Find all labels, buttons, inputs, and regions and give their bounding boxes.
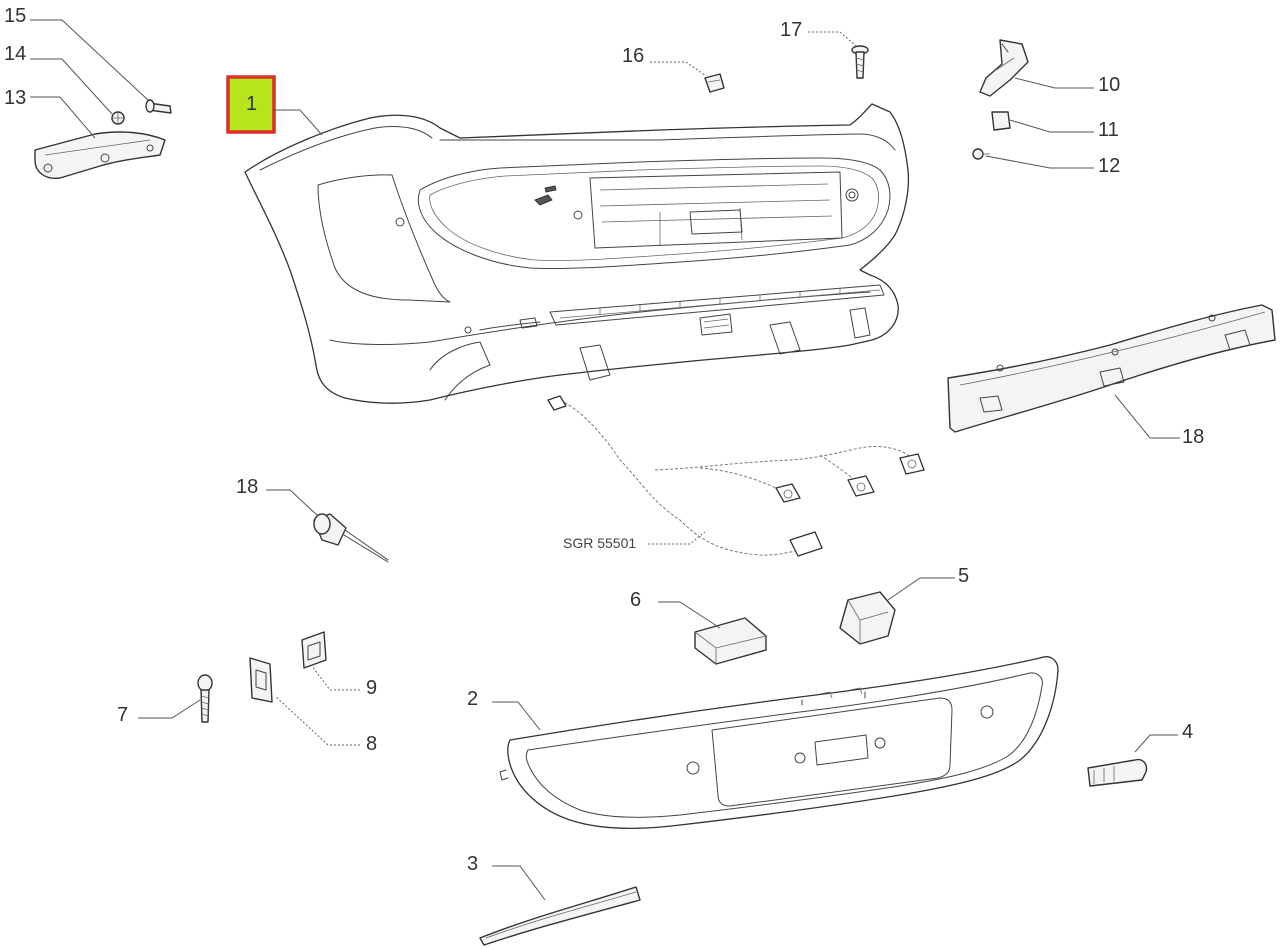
absorber-strip-18[interactable] xyxy=(947,304,1276,433)
push-pin-15[interactable] xyxy=(145,99,172,114)
reflector-strip-3[interactable] xyxy=(479,886,641,946)
rivet-18[interactable] xyxy=(313,513,389,563)
callout-4[interactable]: 4 xyxy=(1182,721,1193,743)
callout-18-left[interactable]: 18 xyxy=(236,476,258,498)
clip-16[interactable] xyxy=(704,73,725,93)
callout-7[interactable]: 7 xyxy=(117,704,128,726)
callout-2[interactable]: 2 xyxy=(467,688,478,710)
callout-8[interactable]: 8 xyxy=(366,733,377,755)
screw-17[interactable] xyxy=(851,45,869,79)
license-plate-panel[interactable] xyxy=(499,656,1059,829)
callout-12[interactable]: 12 xyxy=(1098,155,1120,177)
clip-11[interactable] xyxy=(991,111,1011,131)
callout-5[interactable]: 5 xyxy=(958,565,969,587)
side-bracket-13[interactable] xyxy=(34,131,166,179)
callout-3[interactable]: 3 xyxy=(467,853,478,875)
callout-1-label: 1 xyxy=(246,93,257,115)
pad-6[interactable] xyxy=(694,617,767,665)
clip-nut-14[interactable] xyxy=(111,111,125,125)
callout-6[interactable]: 6 xyxy=(630,589,641,611)
wiring-ref-label[interactable]: SGR 55501 xyxy=(563,535,636,551)
callout-17[interactable]: 17 xyxy=(780,19,802,41)
callout-9[interactable]: 9 xyxy=(366,677,377,699)
callout-14[interactable]: 14 xyxy=(4,43,26,65)
callout-1[interactable]: 1 xyxy=(226,75,323,136)
sensor-wiring-harness[interactable] xyxy=(547,395,925,557)
callout-16[interactable]: 16 xyxy=(622,45,644,67)
callout-10[interactable]: 10 xyxy=(1098,74,1120,96)
callout-11[interactable]: 11 xyxy=(1098,119,1119,141)
callout-18-right[interactable]: 18 xyxy=(1182,426,1204,448)
callout-15[interactable]: 15 xyxy=(4,5,26,27)
clip-9[interactable] xyxy=(301,631,327,669)
callout-13[interactable]: 13 xyxy=(4,87,26,109)
rear-bumper-cover[interactable] xyxy=(244,103,910,404)
clip-8[interactable] xyxy=(249,657,273,703)
screw-7[interactable] xyxy=(197,674,213,723)
trim-piece-4[interactable] xyxy=(1087,758,1148,787)
block-5[interactable] xyxy=(839,591,896,645)
bracket-10[interactable] xyxy=(979,39,1029,97)
nut-12[interactable] xyxy=(972,148,990,160)
